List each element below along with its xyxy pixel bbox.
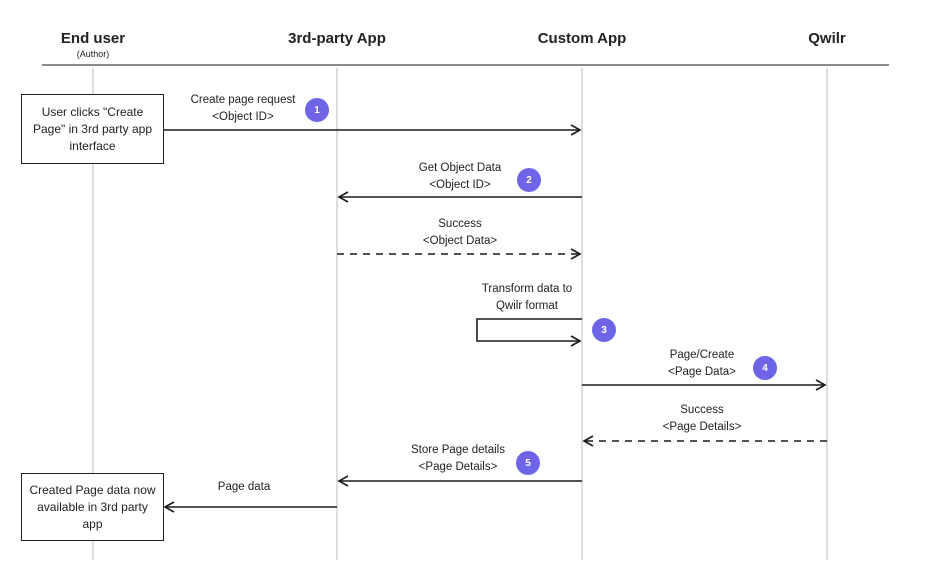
msg-line2: <Page Details> [662, 421, 742, 433]
step-badge-1: 1 [305, 98, 329, 122]
msg-line1: Success [438, 218, 482, 230]
step-number: 1 [314, 104, 320, 116]
msg-line1: Store Page details [411, 444, 505, 456]
lane-title: Qwilr [808, 30, 846, 47]
msg-line1: Transform data to [481, 283, 573, 295]
lane-header-3rd-party-app: 3rd-party App [288, 30, 386, 47]
step-number: 2 [526, 174, 532, 186]
lane-header-custom-app: Custom App [538, 30, 627, 47]
end-box-text: Created Page data now available in 3rd p… [29, 482, 156, 531]
msg-line2: <Page Details> [418, 461, 498, 473]
end-box: Created Page data now available in 3rd p… [21, 473, 164, 541]
start-box-text: User clicks "Create Page" in 3rd party a… [32, 104, 152, 153]
msg-line1: Page data [217, 481, 271, 493]
msg-label-store-page-details: Store Page details <Page Details> [411, 442, 505, 476]
arrow-transform-self [476, 318, 582, 347]
lane-title: 3rd-party App [288, 30, 386, 47]
msg-line2: <Object Data> [422, 235, 498, 247]
msg-line1: Success [680, 404, 724, 416]
msg-label-transform: Transform data to Qwilr format [482, 281, 572, 315]
step-number: 3 [601, 324, 607, 336]
step-badge-4: 4 [753, 356, 777, 380]
msg-line2: <Object ID> [429, 179, 491, 191]
msg-label-page-data: Page data [218, 479, 270, 496]
step-badge-3: 3 [592, 318, 616, 342]
msg-line2: <Page Data> [668, 366, 736, 378]
msg-line2: <Object ID> [212, 111, 274, 123]
msg-line1: Create page request [190, 94, 296, 106]
msg-line2: Qwilr format [496, 300, 558, 312]
msg-label-create-page-request: Create page request <Object ID> [191, 92, 296, 126]
msg-label-page-create: Page/Create <Page Data> [668, 347, 736, 381]
msg-label-success-object-data: Success <Object Data> [423, 216, 497, 250]
step-badge-5: 5 [516, 451, 540, 475]
lane-header-end-user: End user (Author) [61, 30, 125, 59]
lane-subtitle: (Author) [76, 49, 110, 59]
msg-label-get-object-data: Get Object Data <Object ID> [419, 160, 501, 194]
step-number: 4 [762, 362, 768, 374]
start-box: User clicks "Create Page" in 3rd party a… [21, 94, 164, 164]
lane-header-qwilr: Qwilr [808, 30, 846, 47]
msg-label-success-page-details: Success <Page Details> [663, 402, 742, 436]
step-number: 5 [525, 457, 531, 469]
msg-line1: Get Object Data [418, 162, 502, 174]
lane-title: Custom App [537, 30, 627, 47]
lane-title: End user [60, 30, 126, 47]
step-badge-2: 2 [517, 168, 541, 192]
msg-line1: Page/Create [669, 349, 735, 361]
